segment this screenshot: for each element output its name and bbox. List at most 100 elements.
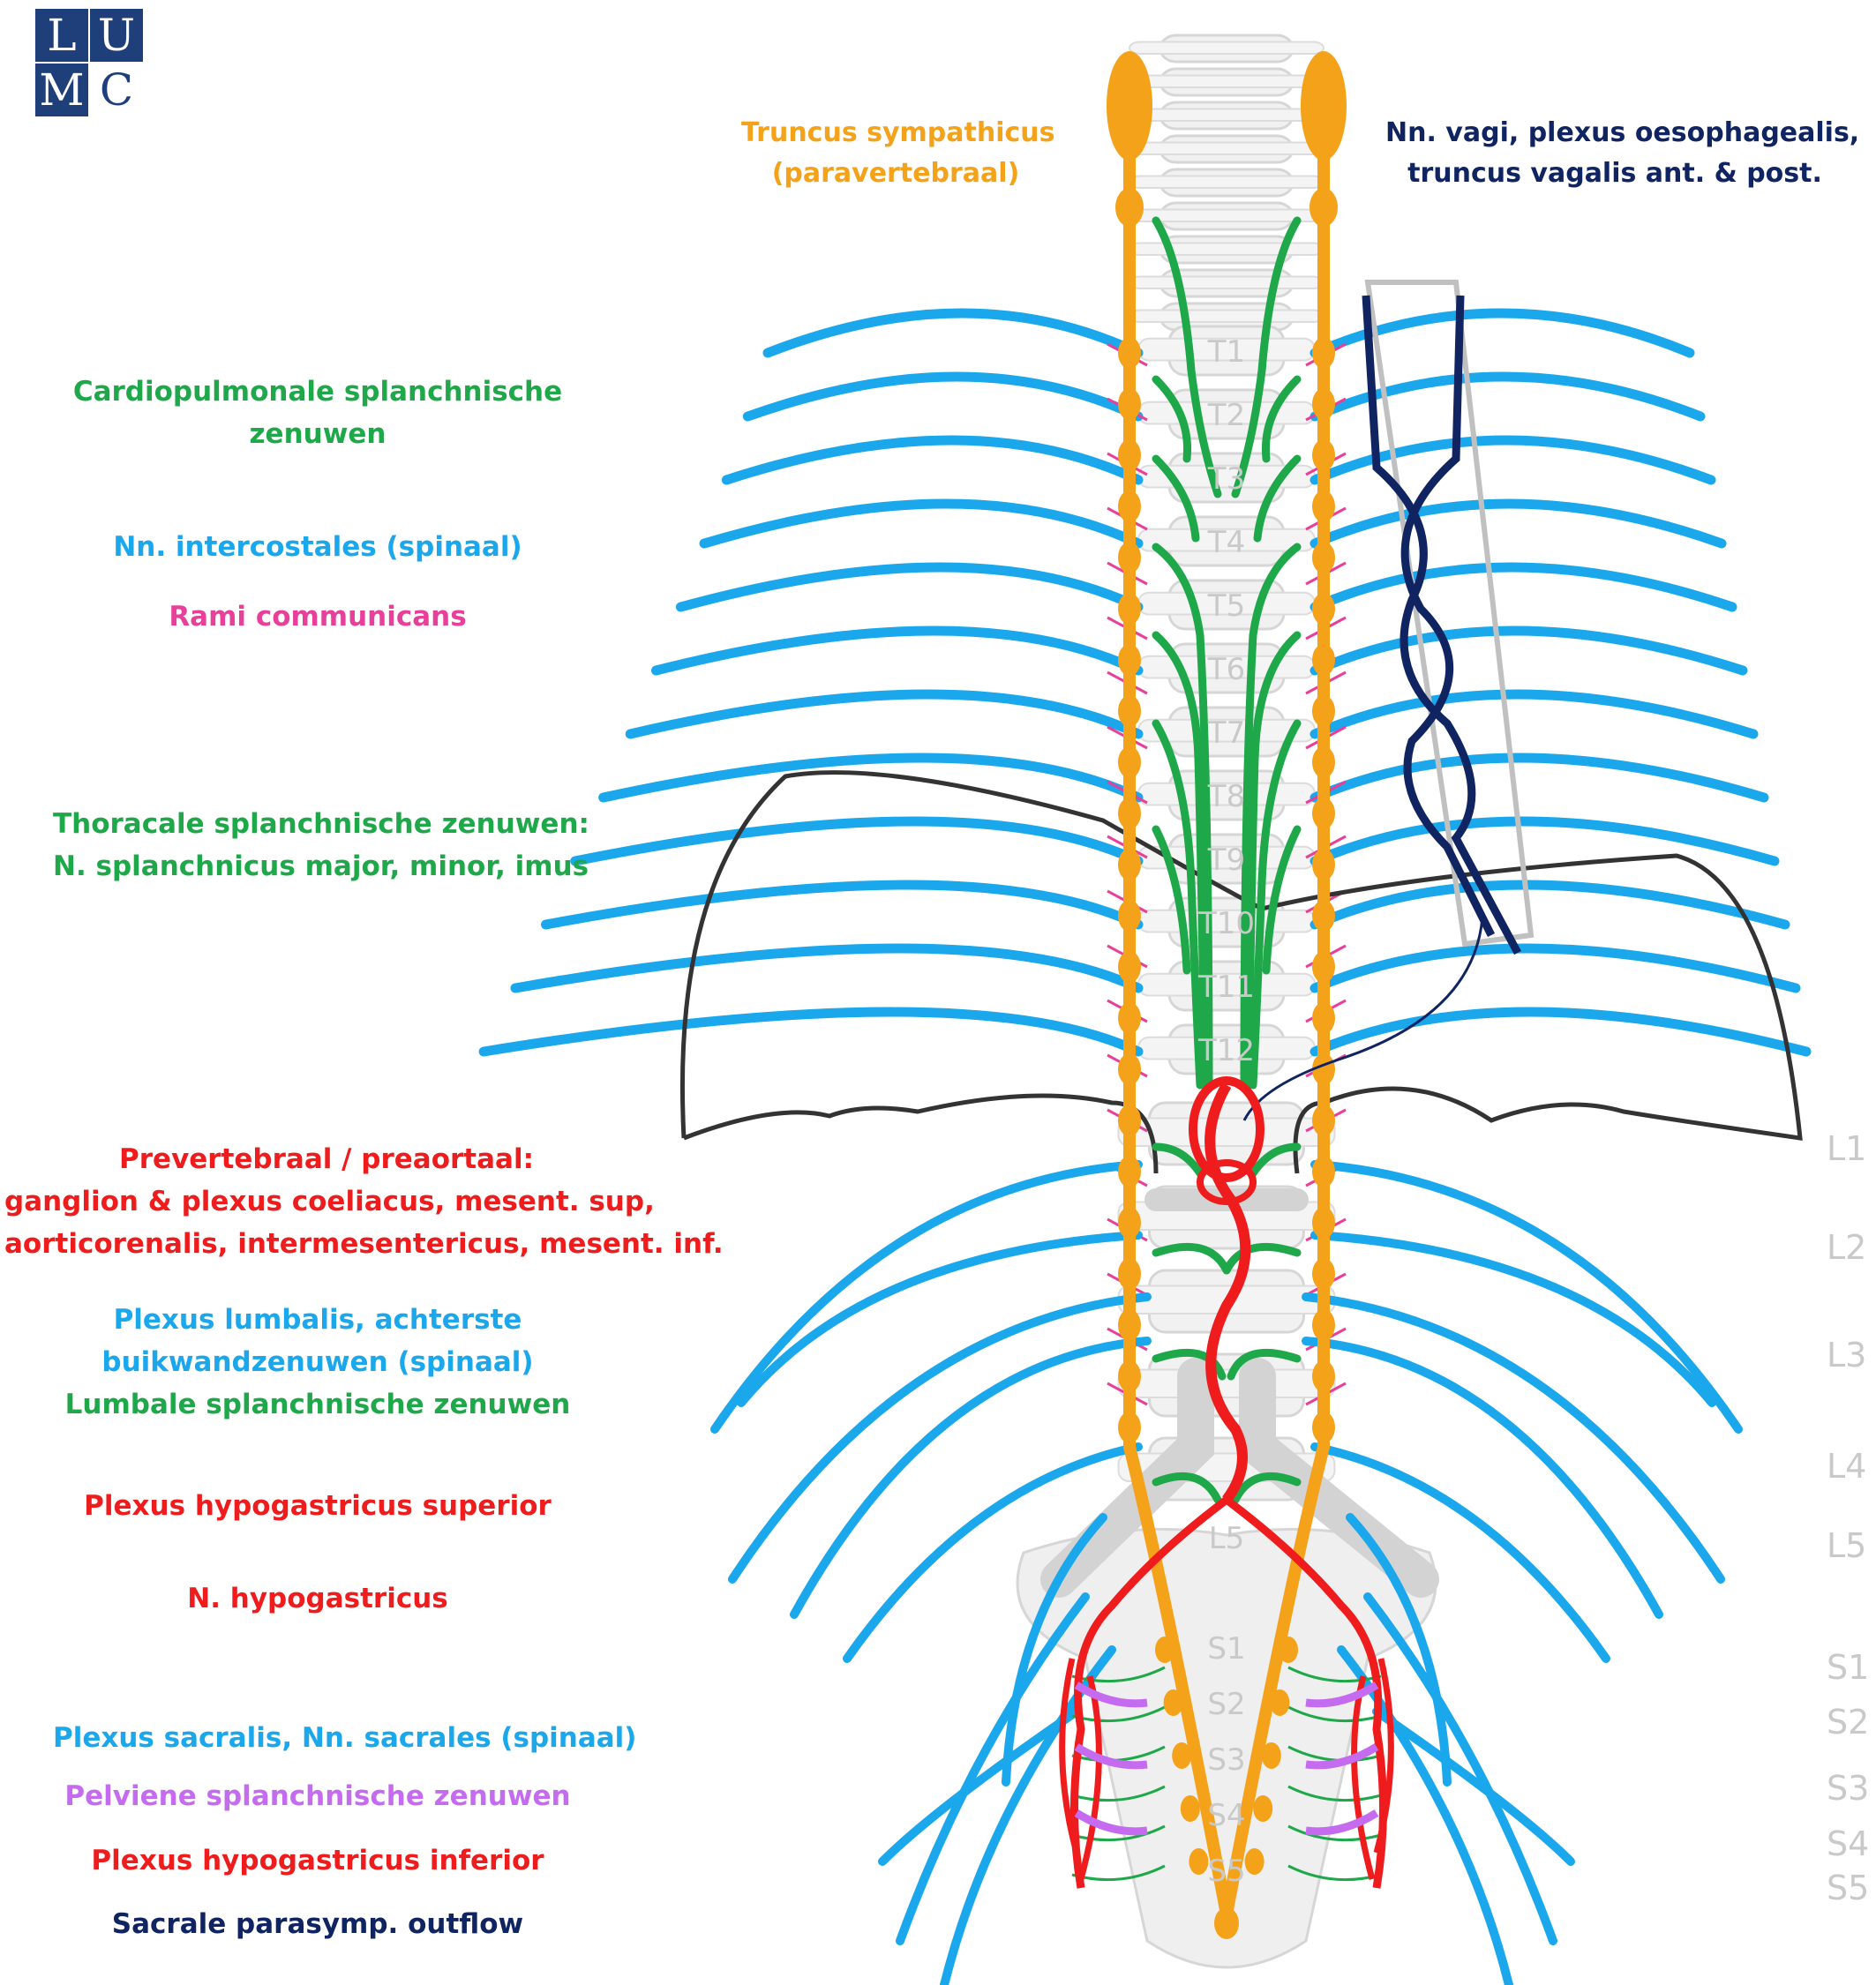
label-nn-vagi: Nn. vagi, plexus oesophagealis,truncus v… — [1385, 113, 1844, 194]
level-s5: S5 — [1827, 1869, 1869, 1907]
paravertebral-ganglion — [1312, 798, 1335, 829]
right-intercostal-nerve — [1315, 758, 1764, 798]
paravertebral-ganglion — [1312, 1002, 1335, 1034]
paravertebral-ganglion — [1118, 388, 1141, 420]
sacral-ganglion — [1164, 1689, 1183, 1716]
paravertebral-ganglion — [1312, 593, 1335, 625]
sacral-ganglion — [1172, 1742, 1191, 1769]
label-hypogastricus-inferior: Plexus hypogastricus inferior — [53, 1839, 582, 1882]
right-intercostal-nerve — [1315, 504, 1722, 543]
sacral-vertebra-label: S1 — [1207, 1631, 1245, 1667]
paravertebral-ganglion — [1118, 644, 1141, 676]
vertebra-process — [1129, 277, 1324, 289]
right-intercostal-nerve — [1315, 948, 1796, 988]
level-s2: S2 — [1827, 1703, 1869, 1742]
logo-letter-m: M — [35, 64, 88, 116]
level-s3: S3 — [1827, 1769, 1869, 1808]
sacral-vertebra-label: S2 — [1207, 1687, 1245, 1722]
paravertebral-ganglion — [1118, 951, 1141, 983]
paravertebral-ganglion — [1312, 1207, 1335, 1239]
thoracic-vertebra-label: T5 — [1207, 588, 1245, 624]
paravertebral-ganglion — [1312, 1412, 1335, 1443]
right-intercostal-nerve — [1315, 631, 1743, 670]
superior-cervical-ganglion — [1301, 51, 1347, 161]
thoracic-vertebra-label: T1 — [1207, 334, 1245, 370]
left-intercostal-nerve — [747, 377, 1138, 416]
sacral-ganglion — [1181, 1795, 1200, 1822]
vertebra-process — [1129, 311, 1324, 323]
paravertebral-ganglion — [1312, 1309, 1335, 1341]
paravertebral-ganglion — [1312, 1360, 1335, 1392]
label-n-hypogastricus: N. hypogastricus — [53, 1577, 582, 1620]
paravertebral-ganglion — [1118, 1360, 1141, 1392]
left-intercostal-nerve — [680, 567, 1138, 607]
paravertebral-ganglion — [1312, 900, 1335, 932]
left-intercostal-nerve — [768, 313, 1138, 353]
paravertebral-ganglion — [1118, 542, 1141, 573]
left-intercostal-nerve — [604, 758, 1138, 798]
right-intercostal-nerve — [1315, 694, 1753, 734]
logo-letter-u: U — [90, 9, 143, 62]
paravertebral-ganglion — [1118, 1412, 1141, 1443]
ganglion-impar — [1214, 1907, 1239, 1939]
paravertebral-ganglion — [1118, 593, 1141, 625]
level-s1: S1 — [1827, 1648, 1869, 1687]
paravertebral-ganglion — [1312, 439, 1335, 471]
label-rami-communicans: Rami communicans — [53, 596, 582, 638]
sacral-ganglion — [1155, 1637, 1174, 1663]
paravertebral-ganglion — [1118, 1156, 1141, 1187]
paravertebral-ganglion — [1118, 1105, 1141, 1136]
left-intercostal-nerve — [484, 1012, 1138, 1052]
paravertebral-ganglion — [1312, 491, 1335, 522]
paravertebral-ganglion — [1118, 439, 1141, 471]
paravertebral-ganglion — [1312, 542, 1335, 573]
thoracic-vertebra-label: T12 — [1197, 1033, 1255, 1068]
left-intercostal-nerve — [726, 440, 1138, 480]
label-pelviene: Pelviene splanchnische zenuwen — [53, 1775, 582, 1817]
lumc-logo: L U M C — [35, 9, 145, 118]
thoracic-vertebra-label: T2 — [1207, 398, 1245, 433]
left-intercostal-nerve — [657, 631, 1139, 670]
sacral-vertebra-label: S4 — [1207, 1798, 1245, 1833]
paravertebral-ganglion — [1118, 746, 1141, 778]
label-thoracale: Thoracale splanchnische zenuwen:N. splan… — [53, 803, 582, 888]
l5-vertebra-label: L5 — [1209, 1521, 1245, 1556]
thoracic-vertebra-label: T9 — [1207, 843, 1245, 878]
thoracic-vertebra-label: T10 — [1197, 906, 1255, 941]
sacral-ganglion — [1262, 1742, 1281, 1769]
logo-letter-c: C — [90, 64, 143, 116]
superior-cervical-ganglion — [1107, 51, 1152, 161]
paravertebral-ganglion — [1312, 951, 1335, 983]
paravertebral-ganglion — [1312, 695, 1335, 727]
paravertebral-ganglion — [1312, 1156, 1335, 1187]
right-splanchnic-nerve — [1227, 1247, 1297, 1270]
paravertebral-ganglion — [1312, 849, 1335, 880]
paravertebral-ganglion — [1312, 1105, 1335, 1136]
level-s4: S4 — [1827, 1824, 1869, 1863]
left-lumbosacral-nerve — [715, 1165, 1138, 1429]
right-lumbosacral-nerve — [1315, 1165, 1738, 1429]
paravertebral-ganglion — [1118, 900, 1141, 932]
left-intercostal-nerve — [575, 821, 1138, 861]
sacral-vertebra-label: S5 — [1207, 1854, 1245, 1889]
vertebra-process — [1129, 76, 1324, 88]
left-intercostal-nerve — [630, 694, 1138, 734]
vertebra-process — [1129, 143, 1324, 155]
paravertebral-ganglion — [1118, 491, 1141, 522]
label-intercostales: Nn. intercostales (spinaal) — [53, 526, 582, 568]
level-l4: L4 — [1827, 1447, 1866, 1486]
thoracic-vertebra-label: T8 — [1207, 779, 1245, 814]
sacral-ganglion — [1279, 1637, 1298, 1663]
sacral-ganglion — [1245, 1848, 1264, 1875]
paravertebral-ganglion — [1118, 337, 1141, 369]
logo-letter-l: L — [35, 9, 88, 62]
right-lumbosacral-nerve — [1377, 1712, 1571, 1861]
sacral-ganglion — [1253, 1795, 1272, 1822]
vertebra-process — [1129, 109, 1324, 122]
left-intercostal-nerve — [546, 885, 1138, 925]
thoracic-vertebra-label: T7 — [1207, 715, 1245, 751]
paravertebral-ganglion — [1312, 746, 1335, 778]
label-truncus-sympathicus: Truncus sympathicus(paravertebraal) — [741, 113, 1050, 194]
